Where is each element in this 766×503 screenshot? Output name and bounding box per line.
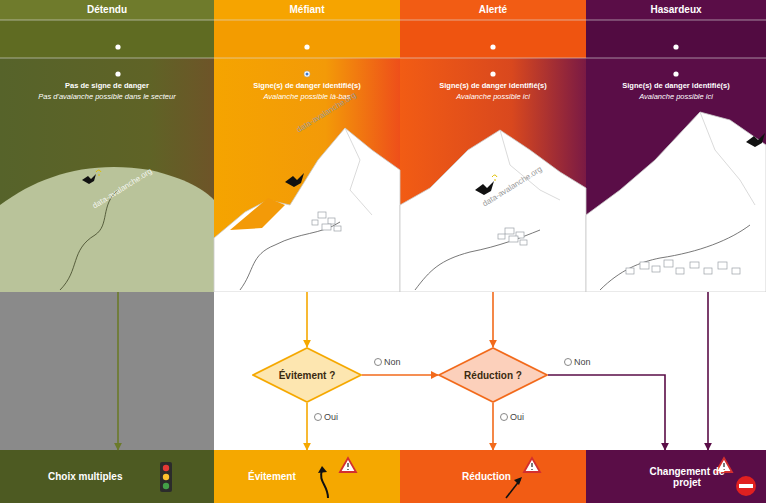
level-description: Signe(s) de danger identifié(s) — [592, 81, 760, 90]
level-heading: Détendu — [0, 0, 214, 20]
diamond-shape — [253, 348, 361, 402]
flow-connector — [707, 292, 709, 450]
branch-label: Non — [372, 356, 403, 369]
flow-connector — [492, 292, 494, 347]
flow-connector — [306, 292, 308, 347]
branch-label: Oui — [498, 411, 526, 424]
level-description: Pas d'avalanche possible dans le secteur — [6, 92, 208, 101]
flow-connector — [492, 403, 494, 450]
decision-label: Réduction ? — [464, 370, 522, 381]
branch-label: Oui — [312, 411, 340, 424]
danger-level-column: MéfiantSigne(s) de danger identifié(s) Av… — [214, 0, 400, 292]
level-heading: Alerté — [400, 0, 586, 20]
watermark: data-avalanche.org — [91, 167, 154, 211]
danger-level-column: HasardeuxSigne(s) de danger identifié(s)… — [586, 0, 766, 292]
watermark: data-avalanche.org — [481, 165, 544, 209]
decision-diamond: Évitement ? — [252, 347, 362, 403]
flow-connector — [362, 374, 438, 376]
outcome-band: Évitement — [214, 450, 400, 503]
level-description: Avalanche possible là-bas — [220, 92, 394, 101]
outcome-band: Choix multiples — [0, 450, 214, 503]
outcome-label: Réduction — [462, 471, 552, 482]
diamond-shape — [439, 348, 547, 402]
outcome-label: Choix multiples — [48, 471, 168, 482]
level-description: Signe(s) de danger identifié(s) — [406, 81, 580, 90]
danger-level-column: AlertéSigne(s) de danger identifié(s) Ava… — [400, 0, 586, 292]
level-description: Pas de signe de danger — [6, 81, 208, 90]
outcome-label: Évitement — [248, 471, 338, 482]
flow-connector — [117, 292, 119, 450]
decision-label: Évitement ? — [279, 370, 336, 381]
level-heading: Hasardeux — [586, 0, 766, 20]
flow-connector — [306, 403, 308, 450]
outcome-band: Réduction — [400, 450, 586, 503]
branch-label: Non — [562, 356, 593, 369]
level-heading: Méfiant — [214, 0, 400, 20]
outcome-label: Changement de projet — [644, 466, 730, 488]
danger-level-column: DétenduPas de signe de dangerPas d'avala… — [0, 0, 214, 292]
flow-connector — [548, 375, 665, 450]
level-description: Avalanche possible ici — [406, 92, 580, 101]
level-description: Signe(s) de danger identifié(s) — [220, 81, 394, 90]
level-description: Avalanche possible ici — [592, 92, 760, 101]
outcome-band: Changement de projet — [586, 450, 766, 503]
decision-diamond: Réduction ? — [438, 347, 548, 403]
